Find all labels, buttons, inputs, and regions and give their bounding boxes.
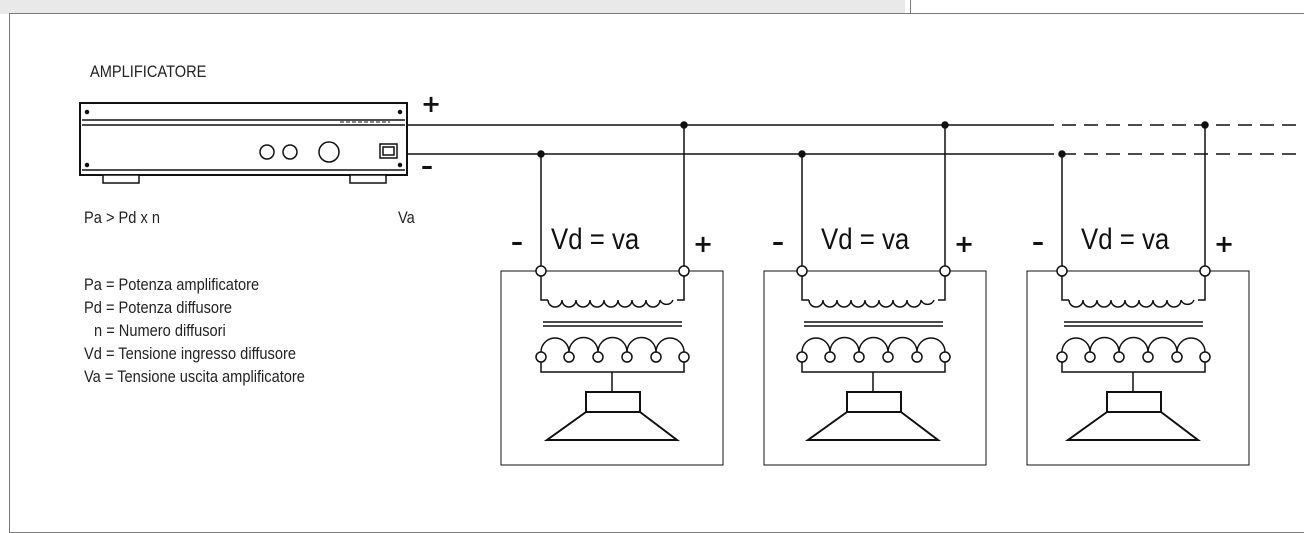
legend-item: n = Numero diffusori [94,321,226,340]
legend-item: Pa = Potenza amplificatore [84,275,260,294]
legend-item: Vd = Tensione ingresso diffusore [84,344,297,363]
legend-item: Va = Tensione uscita amplificatore [84,367,305,386]
speaker-1-plus-sign: + [693,230,714,258]
speaker-3-minus-sign: – [1032,228,1044,256]
top-bar [0,0,905,14]
speaker-unit-3 [1026,121,1250,466]
speaker-1-minus-sign: – [511,228,523,256]
speaker-1-voltage-label: Vd = va [551,223,640,256]
top-bar-right [910,0,1304,14]
power-formula: Pa > Pd x n [84,208,161,227]
speaker-2-voltage-label: Vd = va [821,223,910,256]
speaker-3-voltage-label: Vd = va [1081,223,1170,256]
amplifier-minus-sign: – [421,152,433,180]
amplifier-plus-sign: + [421,90,442,118]
amplifier-icon [79,102,408,184]
speaker-2-plus-sign: + [954,230,975,258]
amplifier-title: AMPLIFICATORE [90,62,207,81]
legend-item: Pd = Potenza diffusore [84,298,233,317]
speaker-unit-1 [500,121,724,466]
speaker-2-minus-sign: – [772,228,784,256]
output-voltage-label: Va [398,208,415,227]
speaker-3-plus-sign: + [1214,230,1235,258]
speaker-unit-2 [763,121,987,466]
wiring-diagram [79,102,1304,466]
